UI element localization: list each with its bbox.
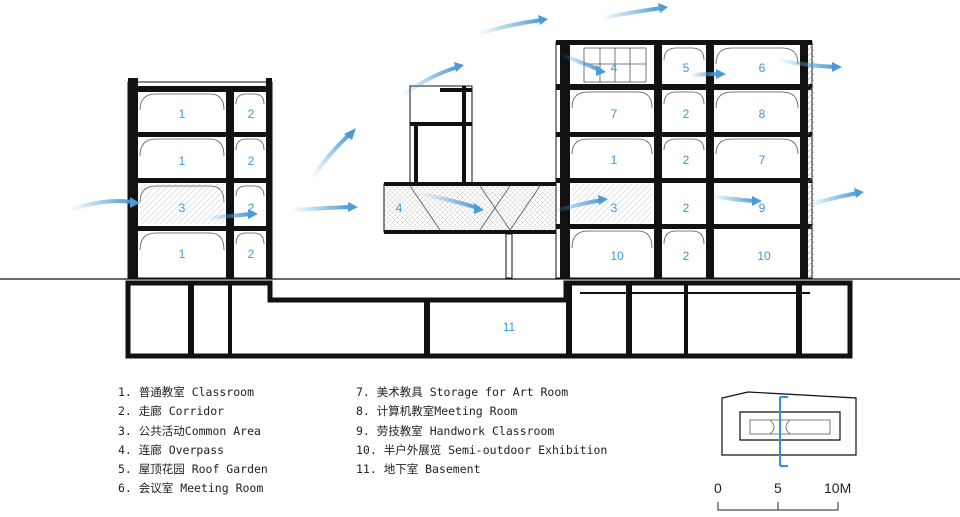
scale-label-10m: 10M [824, 480, 852, 496]
airflow-arrowhead [474, 203, 484, 214]
airflow-arrowhead [596, 65, 606, 76]
legend-item: 9. 劳技教室 Handwork Classroom [356, 423, 555, 438]
airflow-arrowhead [344, 128, 356, 140]
overpass [383, 85, 557, 279]
basement [125, 280, 853, 359]
room-label: 2 [248, 154, 255, 168]
room-label: 3 [179, 201, 186, 215]
room-label: 2 [683, 153, 690, 167]
room-label: 9 [759, 201, 766, 215]
airflow-arrowhead [248, 209, 258, 219]
room-label: 1 [179, 107, 186, 121]
airflow-arrow [476, 18, 544, 36]
room-label: 2 [248, 107, 255, 121]
room-label: 8 [759, 107, 766, 121]
right-building [555, 40, 814, 279]
room-label: 7 [611, 107, 618, 121]
room-label: 5 [683, 61, 690, 75]
airflow-arrow [776, 58, 838, 69]
airflow-arrow [600, 6, 664, 20]
airflow-arrowhead [658, 3, 668, 13]
room-label: 10 [610, 249, 624, 263]
room-label: 1 [179, 247, 186, 261]
airflow-arrows [68, 6, 860, 220]
airflow-arrowhead [130, 197, 140, 208]
legend-column-left: 1. 普通教室 Classroom 2. 走廊 Corridor 3. 公共活动… [118, 383, 268, 499]
scale-label-5: 5 [774, 480, 782, 496]
airflow-arrowhead [752, 196, 762, 206]
room-number-labels: 1 2 1 2 3 2 1 2 4 4 5 6 7 2 8 1 2 7 3 2 … [179, 61, 771, 334]
airflow-arrowhead [348, 202, 358, 212]
scale-label-0: 0 [714, 480, 722, 496]
legend-column-right: 7. 美术教具 Storage for Art Room 8. 计算机教室Mee… [356, 383, 607, 479]
room-label: 1 [611, 153, 618, 167]
legend-item: 11. 地下室 Basement [356, 462, 481, 477]
room-label: 2 [683, 201, 690, 215]
airflow-arrowhead [854, 188, 864, 198]
airflow-arrow [710, 194, 758, 203]
legend-item: 1. 普通教室 Classroom [118, 385, 255, 399]
airflow-arrow [688, 72, 720, 77]
key-plan [721, 391, 857, 467]
room-label: 2 [248, 247, 255, 261]
room-label: 2 [683, 249, 690, 263]
airflow-arrow [290, 205, 352, 212]
room-label: 11 [503, 320, 516, 334]
legend-item: 6. 会议室 Meeting Room [118, 481, 264, 496]
legend-item: 5. 屋顶花园 Roof Garden [118, 462, 268, 477]
room-label: 7 [759, 153, 766, 167]
legend-item: 4. 连廊 Overpass [118, 442, 225, 457]
room-label: 4 [396, 201, 403, 215]
room-label: 3 [611, 201, 618, 215]
legend-item: 8. 计算机教室Meeting Room [356, 404, 518, 419]
airflow-arrow [310, 132, 352, 180]
legend-item: 3. 公共活动Common Area [118, 423, 261, 438]
scale-bar [717, 502, 839, 511]
airflow-arrow [550, 198, 604, 214]
legend-item: 7. 美术教具 Storage for Art Room [356, 385, 569, 399]
airflow-arrow [68, 199, 134, 212]
airflow-arrowhead [716, 69, 726, 79]
airflow-arrowhead [538, 15, 548, 25]
airflow-arrow [206, 212, 252, 220]
room-label: 10 [757, 249, 771, 263]
legend-item: 2. 走廊 Corridor [118, 404, 225, 419]
airflow-arrowhead [832, 62, 842, 72]
left-building [127, 78, 273, 279]
airflow-arrow [420, 192, 480, 210]
room-label: 2 [683, 107, 690, 121]
airflow-arrow [400, 65, 460, 98]
airflow-arrowhead [598, 195, 608, 205]
room-label: 1 [179, 154, 186, 168]
room-label: 2 [248, 201, 255, 215]
room-label: 6 [759, 61, 766, 75]
legend-item: 10. 半户外展览 Semi-outdoor Exhibition [356, 442, 608, 457]
airflow-arrow [806, 191, 860, 207]
airflow-arrowhead [454, 62, 464, 72]
room-label: 4 [611, 61, 618, 75]
airflow-arrowheads [130, 3, 864, 219]
